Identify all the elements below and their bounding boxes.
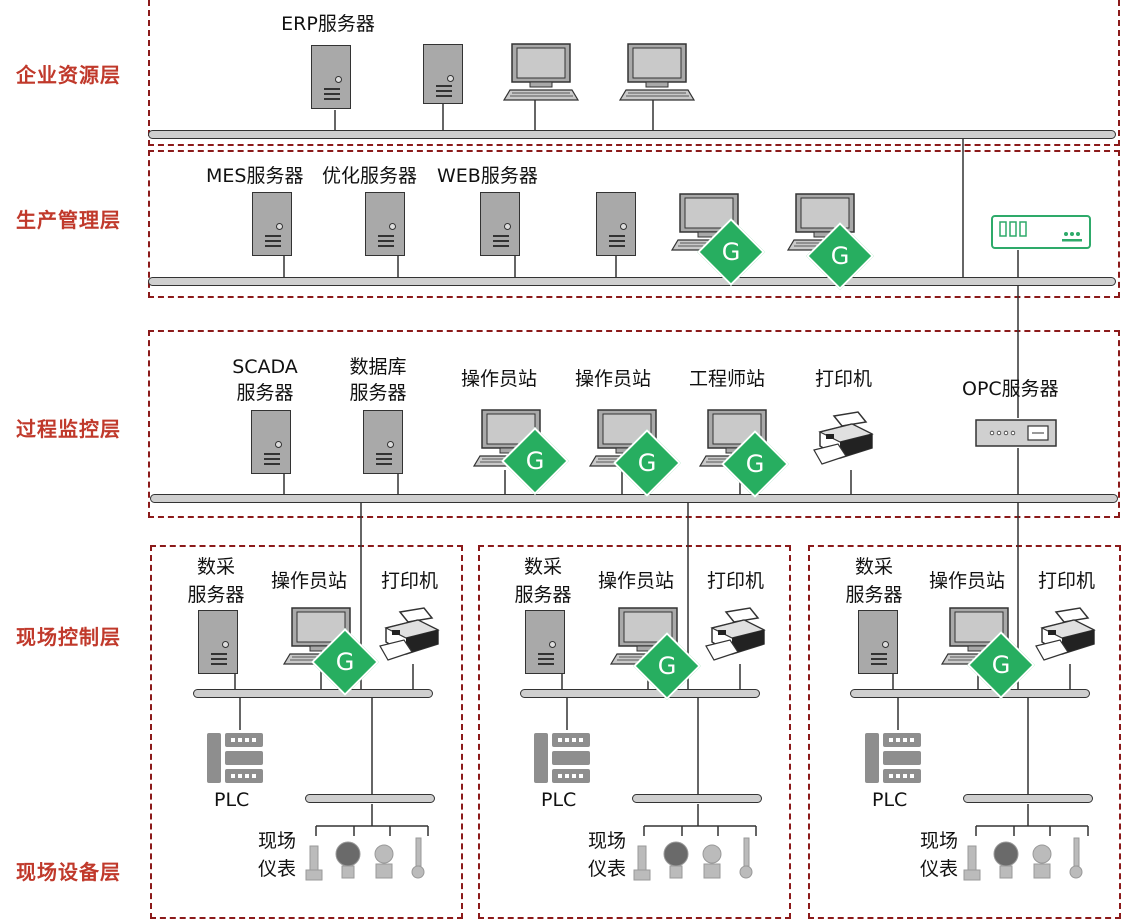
unit-1-inst-label-1: 现场 bbox=[257, 830, 296, 852]
unit-2-plc-label: PLC bbox=[541, 789, 577, 811]
field-unit-1-bus bbox=[193, 689, 433, 698]
zone-field-unit-1 bbox=[150, 545, 463, 919]
layer-label-process: 过程监控层 bbox=[16, 417, 121, 441]
unit-2-acq-server-icon bbox=[525, 610, 565, 674]
unit-1-acq-label-1: 数采 bbox=[196, 556, 235, 578]
unit-1-plc-icon bbox=[205, 731, 265, 785]
scada-server-icon bbox=[251, 410, 291, 474]
unit-3-operator-label: 操作员站 bbox=[929, 570, 1006, 592]
unit-3-inst-label-2: 仪表 bbox=[919, 858, 958, 880]
unit-1-field-instruments-icon bbox=[304, 834, 434, 884]
printer-label: 打印机 bbox=[815, 368, 873, 390]
production-bus bbox=[148, 277, 1116, 286]
unit-3-acq-server-icon bbox=[858, 610, 898, 674]
engineer-station-label: 工程师站 bbox=[689, 368, 766, 390]
unit-2-acq-label-2: 服务器 bbox=[514, 584, 572, 606]
zone-enterprise bbox=[148, 0, 1120, 146]
operator-station-label-1: 操作员站 bbox=[461, 368, 538, 390]
unit-1-plc-label: PLC bbox=[214, 789, 250, 811]
db-server-label-1: 数据库 bbox=[349, 356, 407, 378]
db-server-label-2: 服务器 bbox=[349, 382, 407, 404]
unit-3-field-instruments-icon bbox=[962, 834, 1092, 884]
unit-1-inst-label-2: 仪表 bbox=[257, 858, 296, 880]
field-unit-3-bus bbox=[850, 689, 1090, 698]
unit-1-acq-label-2: 服务器 bbox=[187, 584, 245, 606]
layer-label-field-control: 现场控制层 bbox=[16, 625, 121, 649]
production-server-icon bbox=[596, 192, 636, 256]
unit-2-inst-label-2: 仪表 bbox=[587, 858, 626, 880]
enterprise-pc-icon-1 bbox=[500, 42, 590, 104]
erp-server-icon bbox=[311, 45, 351, 109]
unit-3-plc-label: PLC bbox=[872, 789, 908, 811]
unit-3-plc-icon bbox=[863, 731, 923, 785]
unit-2-acq-label-1: 数采 bbox=[523, 556, 562, 578]
opc-server-icon bbox=[975, 419, 1057, 447]
unit-1-acq-server-icon bbox=[198, 610, 238, 674]
web-server-icon bbox=[480, 192, 520, 256]
opc-server-label: OPC服务器 bbox=[962, 378, 1059, 400]
zone-production bbox=[148, 150, 1120, 298]
opt-server-icon bbox=[365, 192, 405, 256]
enterprise-bus bbox=[148, 130, 1116, 139]
unit-2-field-instruments-icon bbox=[632, 834, 762, 884]
process-bus bbox=[150, 494, 1118, 503]
layer-label-enterprise: 企业资源层 bbox=[16, 63, 121, 87]
enterprise-server-icon bbox=[423, 44, 463, 104]
field-unit-2-io-bus bbox=[632, 794, 762, 803]
mes-server-icon bbox=[252, 192, 292, 256]
opt-server-label: 优化服务器 bbox=[322, 165, 418, 187]
enterprise-pc-icon-2 bbox=[616, 42, 706, 104]
unit-2-printer-icon bbox=[704, 606, 768, 662]
zone-process bbox=[148, 330, 1120, 518]
unit-3-printer-icon bbox=[1034, 606, 1098, 662]
unit-2-inst-label-1: 现场 bbox=[587, 830, 626, 852]
field-unit-3-io-bus bbox=[963, 794, 1093, 803]
unit-3-inst-label-1: 现场 bbox=[919, 830, 958, 852]
zone-field-unit-3 bbox=[808, 545, 1121, 919]
operator-station-label-2: 操作员站 bbox=[575, 368, 652, 390]
router-icon bbox=[991, 215, 1091, 249]
printer-icon bbox=[812, 410, 876, 466]
unit-1-operator-label: 操作员站 bbox=[271, 570, 348, 592]
field-unit-2-bus bbox=[520, 689, 760, 698]
erp-server-label: ERP服务器 bbox=[281, 13, 375, 35]
unit-3-printer-label: 打印机 bbox=[1038, 570, 1096, 592]
unit-1-printer-label: 打印机 bbox=[381, 570, 439, 592]
unit-3-acq-label-2: 服务器 bbox=[845, 584, 903, 606]
zone-field-unit-2 bbox=[478, 545, 791, 919]
scada-server-label-2: 服务器 bbox=[236, 382, 294, 404]
db-server-icon bbox=[363, 410, 403, 474]
layer-label-production: 生产管理层 bbox=[16, 208, 121, 232]
unit-3-acq-label-1: 数采 bbox=[854, 556, 893, 578]
field-unit-1-io-bus bbox=[305, 794, 435, 803]
web-server-label: WEB服务器 bbox=[437, 165, 538, 187]
layer-label-field-device: 现场设备层 bbox=[16, 860, 121, 884]
mes-server-label: MES服务器 bbox=[206, 165, 304, 187]
unit-2-operator-label: 操作员站 bbox=[598, 570, 675, 592]
scada-server-label-1: SCADA bbox=[232, 356, 298, 378]
unit-2-printer-label: 打印机 bbox=[707, 570, 765, 592]
unit-1-printer-icon bbox=[378, 606, 442, 662]
unit-2-plc-icon bbox=[532, 731, 592, 785]
